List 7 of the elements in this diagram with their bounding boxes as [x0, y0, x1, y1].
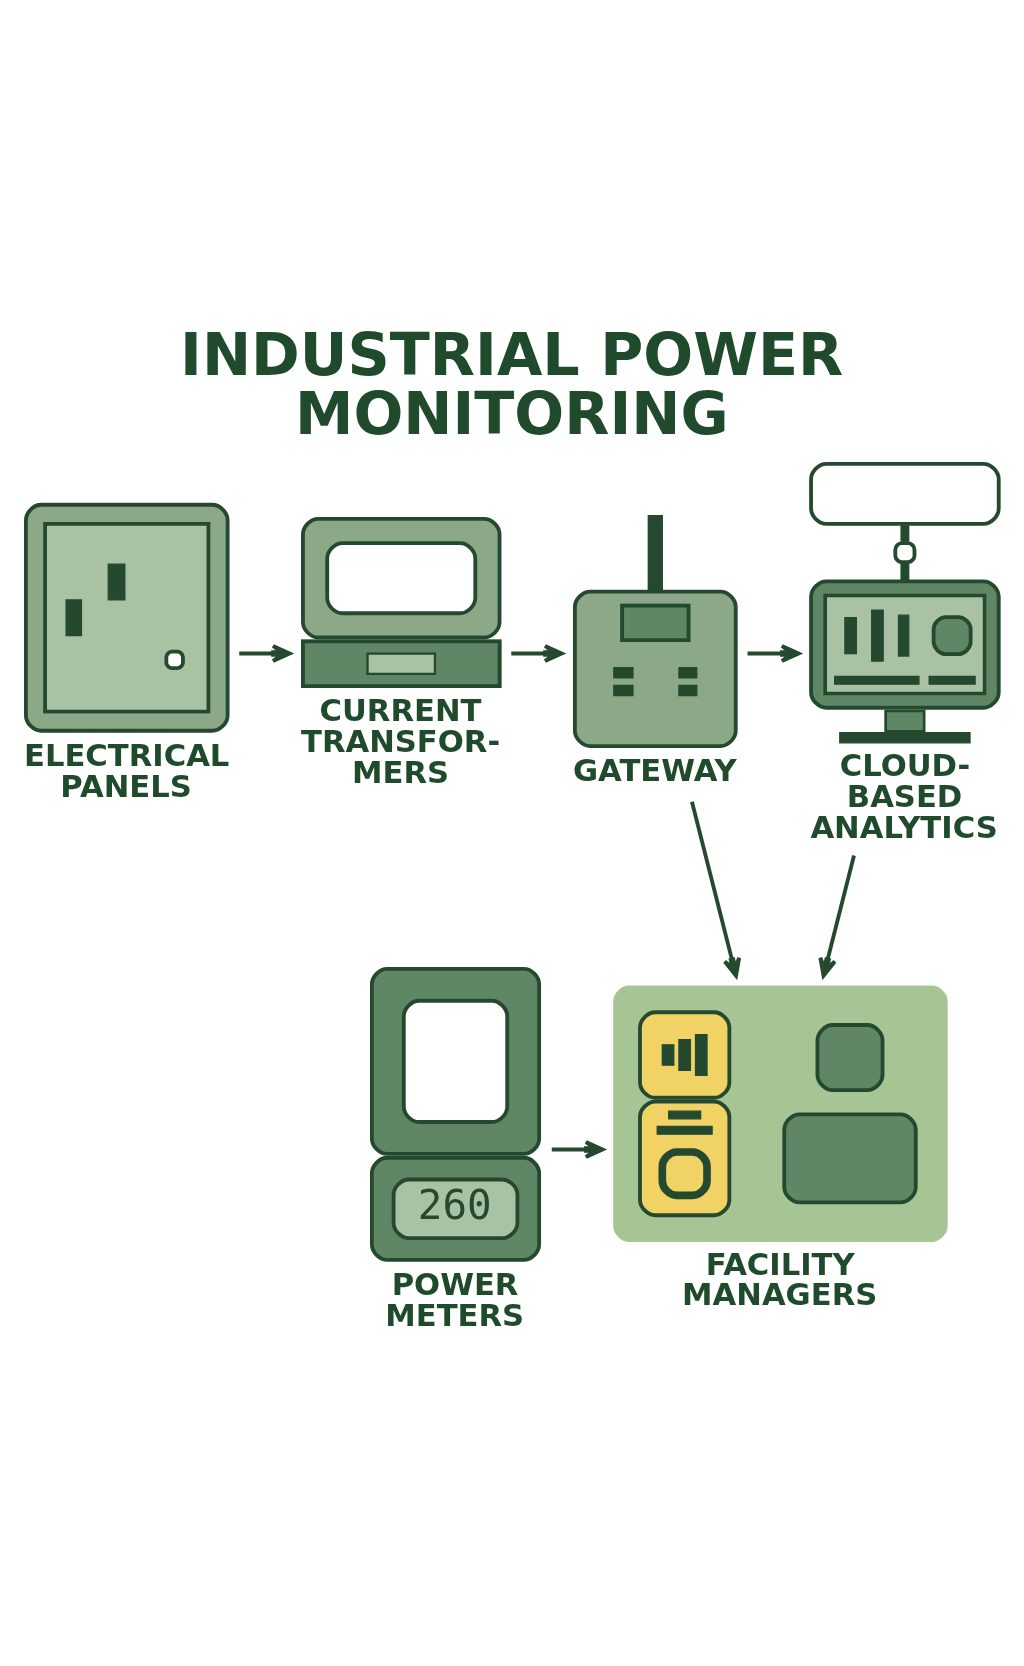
node-label: CLOUD- BASED ANALYTICS [810, 747, 998, 845]
node-label: FACILITY MANAGERS [682, 1246, 878, 1312]
node-label: ELECTRICAL PANELS [23, 737, 230, 804]
node-label: POWER METERS [385, 1266, 525, 1333]
node-label: CURRENT TRANSFOR- MERS [301, 692, 501, 790]
node-label: GATEWAY [572, 752, 737, 788]
diagram-title: INDUSTRIAL POWER MONITORING [180, 319, 844, 448]
